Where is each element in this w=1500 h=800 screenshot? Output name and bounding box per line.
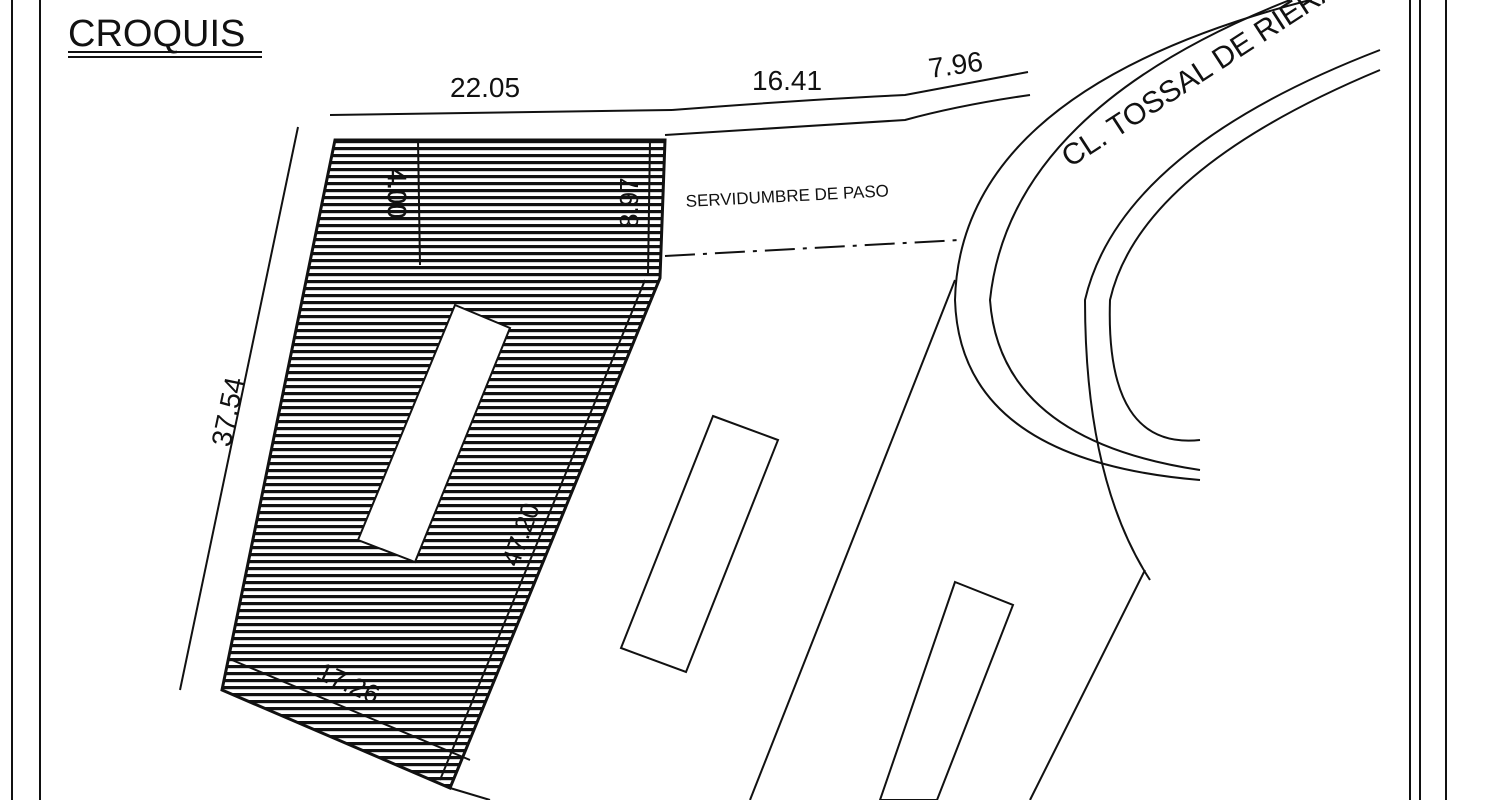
page-frame <box>11 0 1447 800</box>
sketch-title: CROQUIS <box>68 13 245 55</box>
dim-left-side: 37.54 <box>206 374 251 449</box>
inner-dimension-line <box>417 139 421 266</box>
street-label: CL. TOSSAL DE RIERA <box>1056 0 1343 174</box>
dim-top-middle: 16.41 <box>752 65 822 96</box>
building-rect-3 <box>878 580 1015 800</box>
diagonal-dimension-line <box>439 279 646 781</box>
dim-inner-vertical: 4.00 <box>382 168 412 219</box>
street-curves <box>953 0 1381 581</box>
dim-top-right: 7.96 <box>927 46 985 84</box>
building-footprint <box>356 303 512 564</box>
building-rect-2 <box>619 414 780 674</box>
easement-label: SERVIDUMBRE DE PASO <box>685 181 889 211</box>
dim-right-vertical: 8.97 <box>614 177 644 228</box>
dim-top-left: 22.05 <box>450 72 520 103</box>
